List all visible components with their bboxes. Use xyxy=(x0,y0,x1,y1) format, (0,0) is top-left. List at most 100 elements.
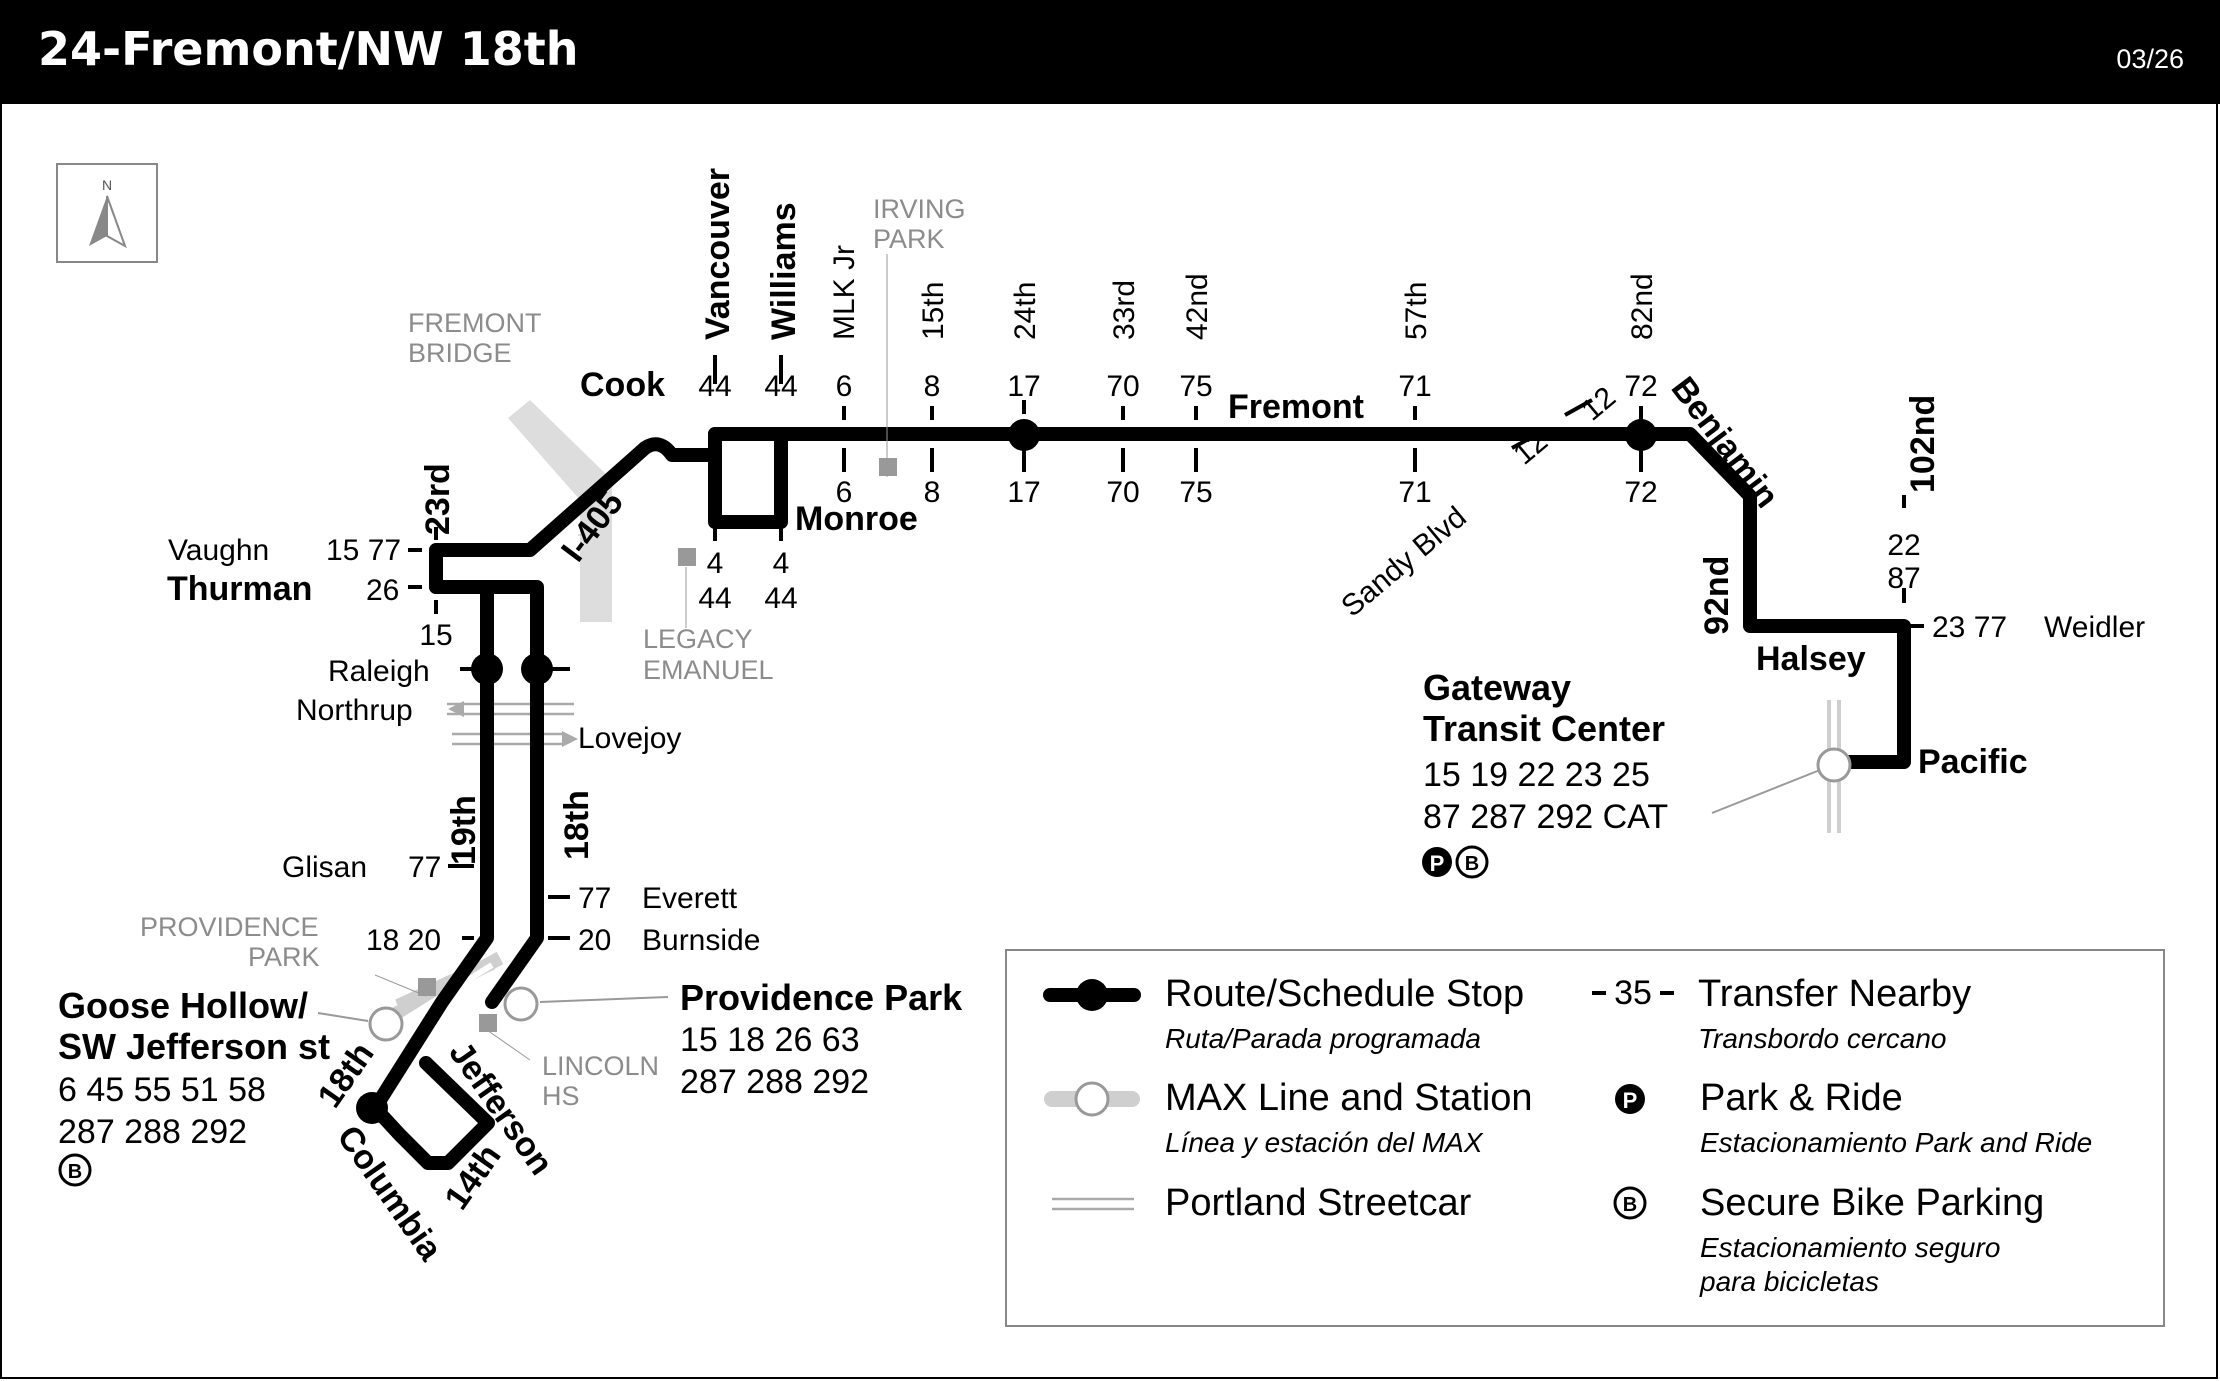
legend-max-es: Línea y estación del MAX xyxy=(1165,1127,1484,1158)
lincoln-marker xyxy=(479,1014,497,1032)
xfer-24-bot: 17 xyxy=(1007,476,1040,509)
goose-lines-2: 287 288 292 xyxy=(58,1113,247,1151)
stop-columbia xyxy=(356,1092,388,1124)
xfer-42-top: 75 xyxy=(1179,370,1212,403)
street-northrup: Northrup xyxy=(296,694,413,727)
legend-max: MAX Line and Station xyxy=(1165,1077,1533,1119)
xfer-van-top: 44 xyxy=(698,370,731,403)
xfer-vaughn: 15 77 xyxy=(326,534,401,567)
xfer-33-bot: 70 xyxy=(1106,476,1139,509)
gateway-park-ride-icon: P xyxy=(1422,847,1452,877)
prov-name: Providence Park xyxy=(680,977,963,1018)
legend-route-stop: Route/Schedule Stop xyxy=(1165,973,1524,1015)
xfer-102-a: 22 xyxy=(1887,529,1920,562)
street-33rd: 33rd xyxy=(1108,280,1141,340)
gateway-bike-icon: B xyxy=(1455,845,1489,879)
street-benjamin: Benjamin xyxy=(1664,370,1786,515)
legend-park-ride: Park & Ride xyxy=(1700,1077,1903,1119)
gateway-park-ride-letter: P xyxy=(1430,851,1445,876)
fremont-bridge-label-2: BRIDGE xyxy=(408,338,512,368)
fremont-bridge-label-1: FREMONT xyxy=(408,308,541,338)
date-code: 03/26 xyxy=(2116,44,2184,74)
xfer-15-bot: 8 xyxy=(924,476,941,509)
street-raleigh: Raleigh xyxy=(328,655,430,688)
street-mlk: MLK Jr xyxy=(828,245,861,340)
xfer-57-top: 71 xyxy=(1398,370,1431,403)
irving-label-2: PARK xyxy=(873,224,945,254)
legend-route-stop-symbol xyxy=(1043,979,1141,1011)
street-92nd: 92nd xyxy=(1698,556,1736,635)
street-halsey: Halsey xyxy=(1756,640,1866,678)
xfer-mlk-bot: 6 xyxy=(836,476,853,509)
xfer-23-below: 15 xyxy=(419,619,452,652)
xfer-everett: 77 xyxy=(578,882,611,915)
bike-letter: B xyxy=(1623,1194,1637,1216)
legend-bike-es-2: para bicicletas xyxy=(1699,1266,1879,1297)
goose-name-2: SW Jefferson st xyxy=(58,1026,330,1067)
xfer-33-top: 70 xyxy=(1106,370,1139,403)
street-102nd: 102nd xyxy=(1904,395,1942,493)
street-glisan: Glisan xyxy=(282,851,367,884)
legend-route-stop-es: Ruta/Parada programada xyxy=(1165,1023,1481,1054)
xfer-glisan: 77 xyxy=(408,851,441,884)
legend-bike: Secure Bike Parking xyxy=(1700,1182,2044,1224)
irving-park-marker xyxy=(879,458,897,476)
street-82nd: 82nd xyxy=(1626,273,1659,340)
route-stops xyxy=(356,419,1852,1124)
prov-park-label-2: PARK xyxy=(248,942,320,972)
street-23rd: 23rd xyxy=(419,463,457,535)
bike-icon: B xyxy=(1613,1186,1647,1220)
goose-lines-1: 6 45 55 51 58 xyxy=(58,1071,266,1109)
gateway-lines-2: 87 287 292 CAT xyxy=(1423,798,1668,836)
xfer-82-top: 72 xyxy=(1624,370,1657,403)
stop-providence-park xyxy=(503,986,539,1022)
street-19th: 19th xyxy=(445,795,483,865)
fremont-bridge-shade xyxy=(508,400,612,622)
street-24th: 24th xyxy=(1009,282,1042,340)
xfer-57-bot: 71 xyxy=(1398,476,1431,509)
gateway-name-2: Transit Center xyxy=(1423,708,1665,749)
prov-lines-2: 287 288 292 xyxy=(680,1063,869,1101)
legacy-label-2: EMANUEL xyxy=(643,655,774,685)
street-everett: Everett xyxy=(642,882,738,915)
xfer-wil-bot-2: 44 xyxy=(764,582,797,615)
legend-transfer: Transfer Nearby xyxy=(1698,973,1971,1015)
prov-park-marker xyxy=(418,978,436,996)
street-burnside: Burnside xyxy=(642,924,760,957)
xfer-sandy-b: 12 xyxy=(1575,381,1622,428)
gateway-lines-1: 15 19 22 23 25 xyxy=(1423,756,1650,794)
xfer-mlk-top: 6 xyxy=(836,370,853,403)
goose-name-1: Goose Hollow/ xyxy=(58,985,308,1026)
stop-raleigh-19th xyxy=(471,653,503,685)
header-bar: 24-Fremont/NW 18th 03/26 xyxy=(0,0,2220,104)
street-williams: Williams xyxy=(765,202,803,340)
street-15th: 15th xyxy=(917,282,950,340)
xfer-van-bot-1: 4 xyxy=(707,547,724,580)
prov-lines-1: 15 18 26 63 xyxy=(680,1021,860,1059)
street-columbia: Columbia xyxy=(329,1119,450,1269)
street-18th: 18th xyxy=(558,790,596,860)
xfer-burnside-left: 18 20 xyxy=(366,924,441,957)
stop-goose-hollow xyxy=(368,1006,404,1042)
park-ride-letter: P xyxy=(1623,1088,1638,1113)
street-vaughn: Vaughn xyxy=(168,534,269,567)
street-weidler: Weidler xyxy=(2044,611,2145,644)
stop-24th xyxy=(1008,419,1040,451)
xfer-82-bot: 72 xyxy=(1624,476,1657,509)
goose-bike-icon: B xyxy=(58,1153,92,1187)
street-sandy: Sandy Blvd xyxy=(1335,501,1472,624)
xfer-wil-top: 44 xyxy=(764,370,797,403)
street-lovejoy: Lovejoy xyxy=(578,722,681,755)
xfer-wil-bot-1: 4 xyxy=(773,547,790,580)
legend-transfer-es: Transbordo cercano xyxy=(1698,1023,1947,1054)
xfer-15-top: 8 xyxy=(924,370,941,403)
xfer-102-b: 87 xyxy=(1887,562,1920,595)
north-arrow-icon xyxy=(89,196,107,246)
streetcar-lines xyxy=(447,701,578,747)
xfer-van-bot-2: 44 xyxy=(698,582,731,615)
map-border xyxy=(0,104,2218,1379)
legend-park-ride-es: Estacionamiento Park and Ride xyxy=(1700,1127,2092,1158)
north-label: N xyxy=(102,177,112,193)
